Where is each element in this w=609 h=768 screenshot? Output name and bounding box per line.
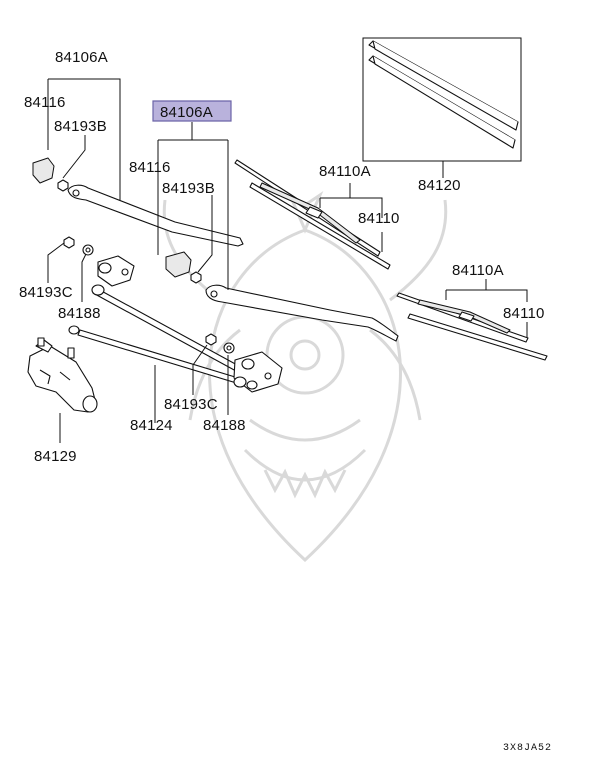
label-motor: 84129 (34, 448, 77, 465)
upper-blade-group (234, 159, 391, 270)
linkage-motor-group (27, 236, 283, 443)
label-pivot-washer-right: 84188 (203, 417, 246, 434)
reference-code: 3X8JA52 (503, 743, 552, 754)
watermark-emblem (162, 190, 448, 563)
arm-nut-right[interactable] (190, 271, 202, 284)
label-blade-assy-upper: 84110A (319, 163, 371, 180)
label-refill-set: 84120 (418, 177, 461, 194)
label-pivot-washer-left: 84188 (58, 305, 101, 322)
highlight-box (152, 100, 232, 122)
left-wiper-arm-group (32, 78, 244, 247)
label-cap-right: 84116 (129, 159, 171, 176)
pivot-nut-right[interactable] (205, 333, 217, 346)
label-blade-upper: 84110 (358, 210, 400, 227)
label-cap-left: 84116 (24, 94, 66, 111)
label-blade-assy-lower: 84110A (452, 262, 504, 279)
label-blade-lower: 84110 (503, 305, 545, 322)
label-linkage: 84124 (130, 417, 173, 434)
label-nut-left: 84193B (54, 118, 107, 135)
label-pivot-nut-left: 84193C (19, 284, 73, 301)
label-arm-left-assy: 84106A (55, 49, 108, 66)
refill-set-group (362, 37, 522, 178)
arm-cap-left[interactable] (32, 157, 55, 184)
label-pivot-nut-right: 84193C (164, 396, 218, 413)
wiper-arm-left[interactable] (67, 184, 244, 247)
right-wiper-arm-group (152, 100, 399, 342)
label-arm-right-assy: 84106A (160, 104, 213, 121)
wiper-arm-right[interactable] (205, 284, 399, 342)
label-nut-right: 84193B (162, 180, 215, 197)
pivot-nut-left[interactable] (63, 236, 75, 249)
arm-nut-left[interactable] (57, 179, 69, 192)
lower-blade-group (396, 279, 548, 361)
arm-cap-right[interactable] (165, 251, 192, 278)
